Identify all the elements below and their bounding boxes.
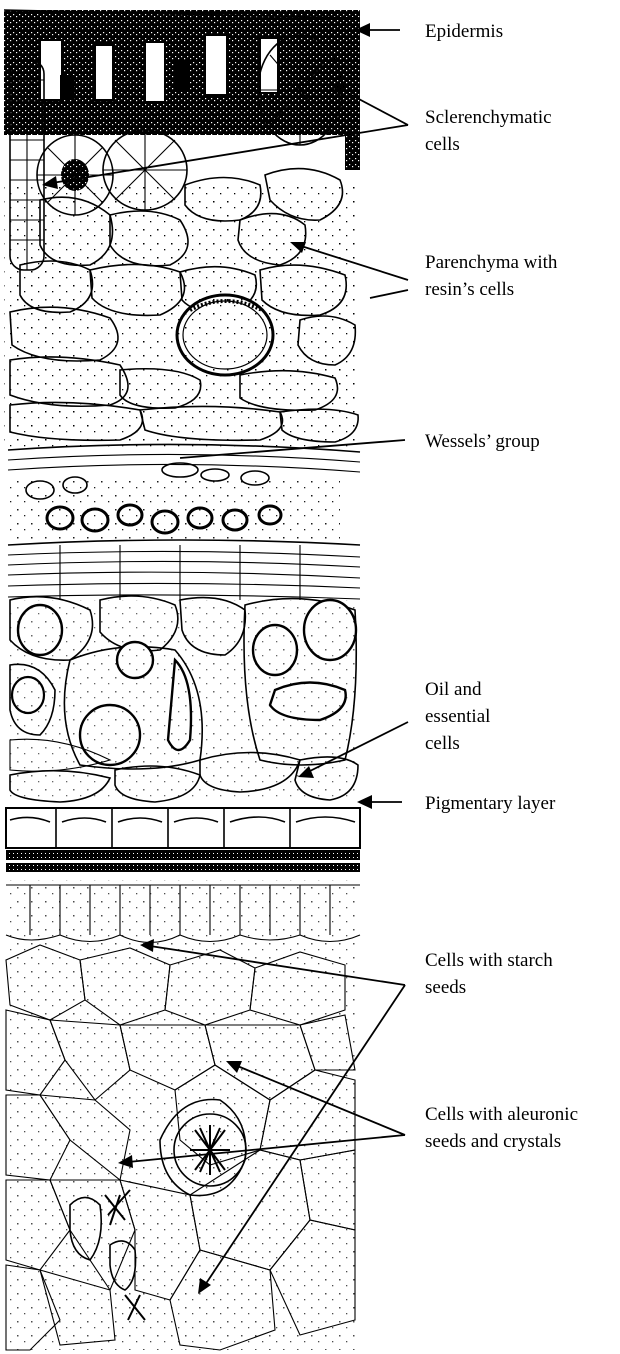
label-parenchyma-line1: Parenchyma with xyxy=(425,252,558,273)
wessels-group-layer xyxy=(8,444,360,600)
label-starch-line1: Cells with starch xyxy=(425,950,553,971)
label-oil-line2: essential xyxy=(425,706,490,727)
label-aleuronic-line2: seeds and crystals xyxy=(425,1131,561,1152)
label-starch-line2: seeds xyxy=(425,977,466,998)
label-wessels-group: Wessels’ group xyxy=(425,431,540,452)
label-epidermis: Epidermis xyxy=(425,21,503,42)
epidermis-layer xyxy=(4,10,360,135)
labels: Epidermis Sclerenchymatic cells Parenchy… xyxy=(425,21,578,1152)
label-oil-line3: cells xyxy=(425,733,460,754)
label-oil-line1: Oil and xyxy=(425,679,482,700)
pigmentary-layer xyxy=(6,808,360,872)
label-parenchyma-line2: resin’s cells xyxy=(425,279,514,300)
parenchyma-arrow-2 xyxy=(370,290,408,298)
parenchyma-layer xyxy=(4,169,360,450)
label-sclerenchymatic-line2: cells xyxy=(425,134,460,155)
label-pigmentary-layer: Pigmentary layer xyxy=(425,793,556,814)
label-aleuronic-line1: Cells with aleuronic xyxy=(425,1104,578,1125)
label-sclerenchymatic-line1: Sclerenchymatic xyxy=(425,107,552,128)
